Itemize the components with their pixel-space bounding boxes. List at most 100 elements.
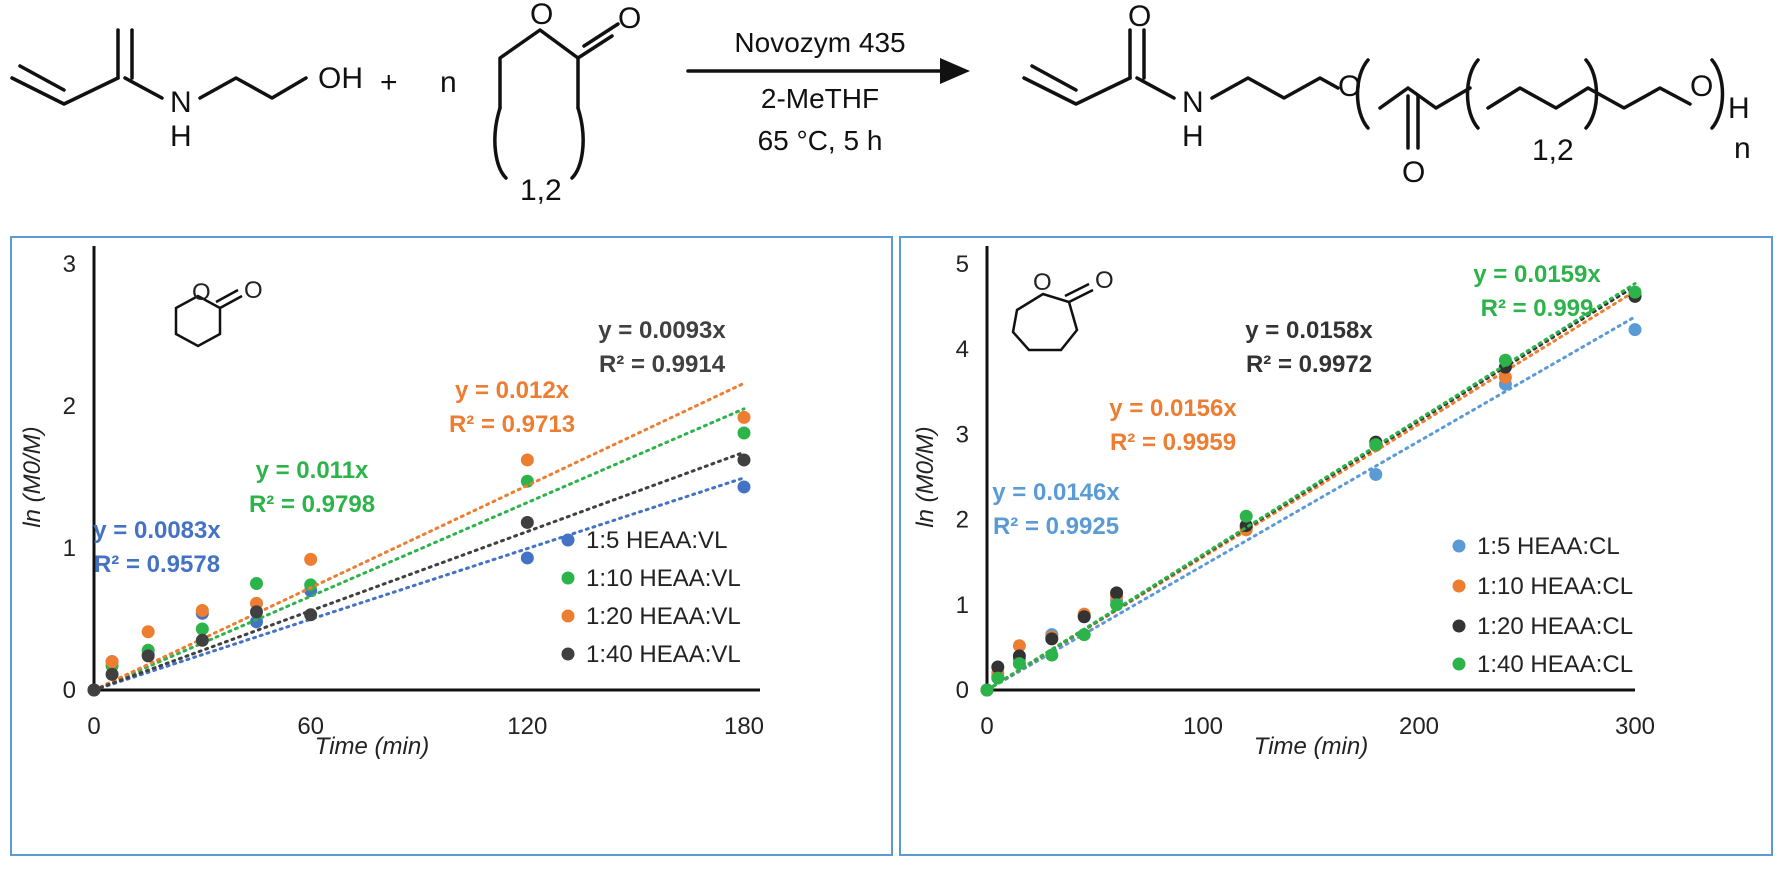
- trendline-equation: y = 0.0158x: [1245, 317, 1373, 344]
- trendline: [99, 407, 746, 689]
- trendline-equation: y = 0.0146x: [992, 479, 1120, 506]
- data-point: [737, 426, 751, 440]
- legend-label: 1:20 HEAA:CL: [1477, 613, 1633, 640]
- y-tick-label: 1: [956, 592, 969, 619]
- data-point: [980, 683, 994, 697]
- trendline-r-squared: R² = 0.9578: [94, 551, 220, 578]
- legend-marker: [1452, 539, 1466, 553]
- data-point: [1628, 285, 1642, 299]
- axes-cl: [985, 246, 1635, 692]
- x-tick-label: 120: [507, 713, 547, 740]
- data-point: [737, 480, 751, 494]
- product-h-label: H: [1182, 120, 1204, 153]
- y-tick-label: 5: [956, 251, 969, 278]
- data-point: [141, 625, 155, 639]
- data-point: [105, 667, 119, 681]
- legend-label: 1:10 HEAA:VL: [586, 565, 741, 592]
- y-axis-title: ln (M0/M): [912, 426, 939, 527]
- data-point: [250, 577, 263, 590]
- data-point: [87, 683, 101, 697]
- data-point: [141, 649, 155, 663]
- data-point: [1110, 586, 1124, 600]
- trendline-equation: y = 0.0093x: [598, 317, 726, 344]
- trendline: [991, 315, 1637, 688]
- data-point: [250, 605, 263, 619]
- data-point: [304, 608, 318, 622]
- data-point: [304, 552, 318, 566]
- data-point: [520, 551, 534, 565]
- data-point: [1498, 370, 1512, 384]
- y-tick-label: 2: [956, 507, 969, 534]
- monomer-structure-vl: [174, 288, 243, 348]
- legend-label: 1:5 HEAA:VL: [586, 527, 727, 554]
- data-point: [250, 615, 263, 629]
- data-point: [195, 622, 209, 636]
- reactant-h-label: H: [170, 120, 192, 153]
- legend-marker: [1452, 579, 1466, 593]
- trendline-equation: y = 0.011x: [256, 457, 369, 484]
- data-point: [1012, 639, 1026, 653]
- ring-carbonyl-label: O: [618, 2, 641, 35]
- trendline-equation: y = 0.0159x: [1473, 261, 1601, 288]
- legend-label: 1:40 HEAA:VL: [586, 641, 741, 668]
- data-point: [1628, 323, 1642, 337]
- data-point: [1110, 598, 1124, 612]
- condition-temperature: 65 °C, 5 h: [758, 125, 883, 156]
- data-point: [1077, 610, 1091, 624]
- product-structure: [1022, 76, 1132, 106]
- reactant-lactone-ring: [498, 28, 580, 110]
- data-point: [737, 410, 751, 424]
- product-repeat-n: n: [1734, 132, 1751, 165]
- reactant-n-label: N: [170, 86, 192, 119]
- trendline: [99, 476, 746, 690]
- y-tick-label: 4: [956, 336, 969, 363]
- trendline-r-squared: R² = 0.999: [1481, 295, 1594, 322]
- data-point: [1498, 353, 1512, 367]
- data-point: [991, 660, 1005, 674]
- condition-solvent: 2-MeTHF: [761, 83, 879, 114]
- y-tick-label: 3: [63, 251, 76, 278]
- monomer-vl-carbonyl-o: O: [244, 277, 263, 304]
- legend-label: 1:10 HEAA:CL: [1477, 573, 1633, 600]
- data-point: [1239, 509, 1253, 523]
- y-tick-label: 3: [956, 421, 969, 448]
- product-end-o: O: [1690, 70, 1713, 103]
- x-tick-label: 0: [980, 713, 993, 740]
- y-tick-label: 2: [63, 393, 76, 420]
- trendline-r-squared: R² = 0.9914: [599, 351, 726, 378]
- trendline: [99, 381, 746, 689]
- legend-marker: [561, 609, 575, 623]
- reactant-oh-label: OH: [318, 62, 363, 95]
- data-point: [304, 578, 318, 592]
- data-point: [1045, 648, 1059, 662]
- x-tick-label: 60: [297, 713, 324, 740]
- product-ester-o: O: [1338, 70, 1361, 103]
- ring-subscript: 1,2: [520, 174, 562, 207]
- x-tick-label: 180: [724, 713, 764, 740]
- plus-sign: +: [380, 66, 398, 99]
- x-axis-title: Time (min): [1254, 733, 1368, 760]
- trendline-equation: y = 0.0156x: [1109, 395, 1237, 422]
- legend-marker: [561, 647, 575, 661]
- legend-marker: [1452, 619, 1466, 633]
- data-point: [520, 515, 534, 529]
- data-point: [1077, 628, 1091, 642]
- data-point: [520, 453, 534, 467]
- trendline-r-squared: R² = 0.9972: [1246, 351, 1372, 378]
- legend-marker: [1452, 657, 1466, 671]
- data-point: [195, 633, 209, 647]
- data-point: [991, 671, 1005, 685]
- legend-marker: [561, 571, 575, 585]
- trendline-r-squared: R² = 0.9798: [249, 491, 375, 518]
- trendline-equation: y = 0.012x: [455, 377, 570, 404]
- trendline: [99, 450, 746, 690]
- product-carbonyl-o: O: [1402, 156, 1425, 189]
- y-tick-label: 0: [63, 677, 76, 704]
- y-tick-label: 0: [956, 677, 969, 704]
- data-point: [195, 603, 209, 617]
- legend-label: 1:20 HEAA:VL: [586, 603, 741, 630]
- data-point: [1045, 632, 1059, 646]
